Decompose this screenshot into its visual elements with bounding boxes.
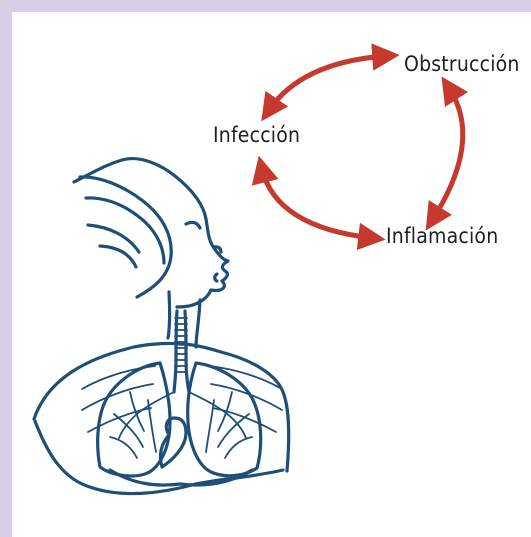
hair-strand-4 (100, 246, 136, 267)
label-inflammation: Inflamación (386, 224, 498, 248)
diagram-canvas: Obstrucción Infección Inflamación (12, 12, 531, 537)
arrow-obstruction-inflammation (433, 88, 463, 219)
label-infection: Infección (213, 123, 300, 147)
arrow-infection-obstruction (269, 56, 386, 110)
label-obstruction: Obstrucción (404, 52, 520, 76)
neck-right (196, 300, 200, 347)
diagram-svg: Obstrucción Infección Inflamación (12, 12, 531, 537)
hair-outline (74, 159, 228, 307)
arrow-infection-inflammation (262, 169, 372, 238)
neck-left (168, 292, 170, 338)
woman-figure (34, 159, 289, 494)
